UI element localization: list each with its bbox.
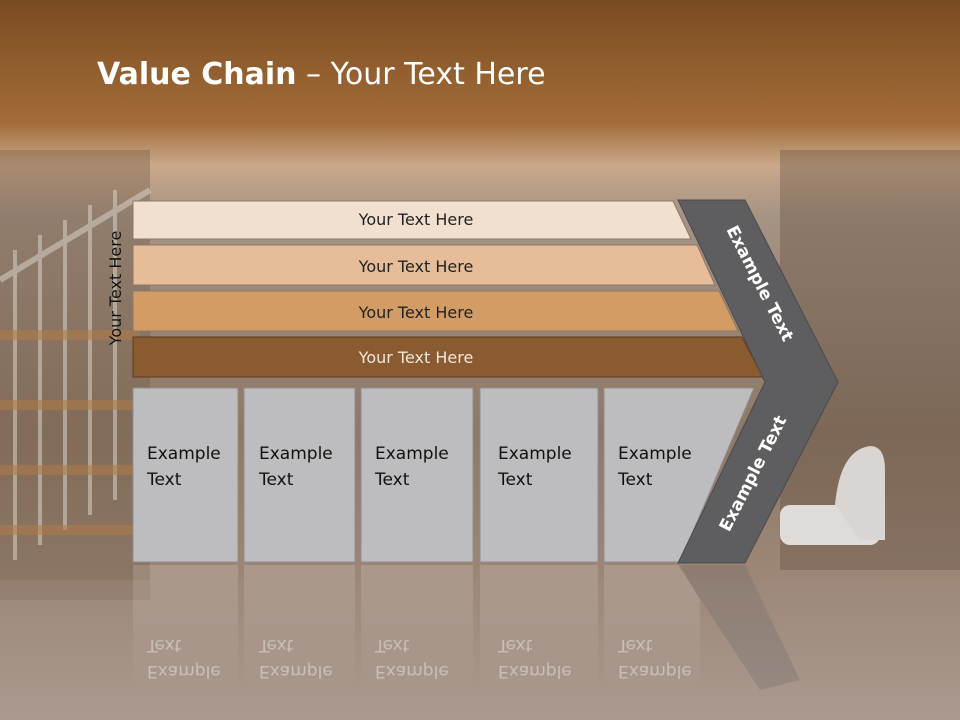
reflection-text-3b: Text [374, 635, 410, 655]
activity-box-4[interactable] [479, 387, 599, 563]
support-bar-2[interactable] [132, 244, 716, 286]
support-bar-3-label: Your Text Here [358, 303, 474, 322]
support-bar-4-label: Your Text Here [358, 348, 474, 367]
activity-box-1[interactable] [132, 387, 239, 563]
activity-box-2[interactable] [243, 387, 356, 563]
margin-chevron[interactable] [677, 199, 839, 564]
reflection-text-2b: Text [258, 635, 294, 655]
reflection-text-1a: Example [147, 661, 221, 681]
reflection-text-3a: Example [375, 661, 449, 681]
reflection-text-1b: Text [146, 635, 182, 655]
reflection-text-5b: Text [617, 635, 653, 655]
activity-box-3-line2: Text [374, 470, 410, 490]
slide-title-bold: Value Chain [97, 57, 297, 92]
support-bar-1[interactable] [132, 200, 692, 240]
stair-steps-decoration [0, 330, 140, 535]
side-label: Your Text Here [106, 231, 125, 347]
activity-box-3-line1: Example [375, 444, 449, 464]
slide-title-rest: – Your Text Here [297, 57, 546, 92]
activity-box-1-line1: Example [147, 444, 221, 464]
activity-box-4-line1: Example [498, 444, 572, 464]
support-bar-2-label: Your Text Here [358, 257, 474, 276]
activity-box-5-line1: Example [618, 444, 692, 464]
support-bar-1-label: Your Text Here [358, 210, 474, 229]
reflection-text-4b: Text [497, 635, 533, 655]
activity-box-1-line2: Text [146, 470, 182, 490]
activity-box-4-line2: Text [497, 470, 533, 490]
support-bar-3[interactable] [132, 290, 739, 332]
armchair-decoration [780, 446, 885, 545]
reflection-text-4a: Example [498, 661, 572, 681]
primary-activity-boxes: Example Text Example Text Example Text E… [132, 387, 755, 563]
slide-title: Value Chain – Your Text Here [97, 57, 546, 92]
reflection-text-5a: Example [618, 661, 692, 681]
activity-box-2-line1: Example [259, 444, 333, 464]
reflection: Example Text Example Text Example Text E… [133, 565, 800, 690]
reflection-text-2a: Example [259, 661, 333, 681]
activity-box-5-line2: Text [617, 470, 653, 490]
activity-box-3[interactable] [360, 387, 474, 563]
activity-box-2-line2: Text [258, 470, 294, 490]
